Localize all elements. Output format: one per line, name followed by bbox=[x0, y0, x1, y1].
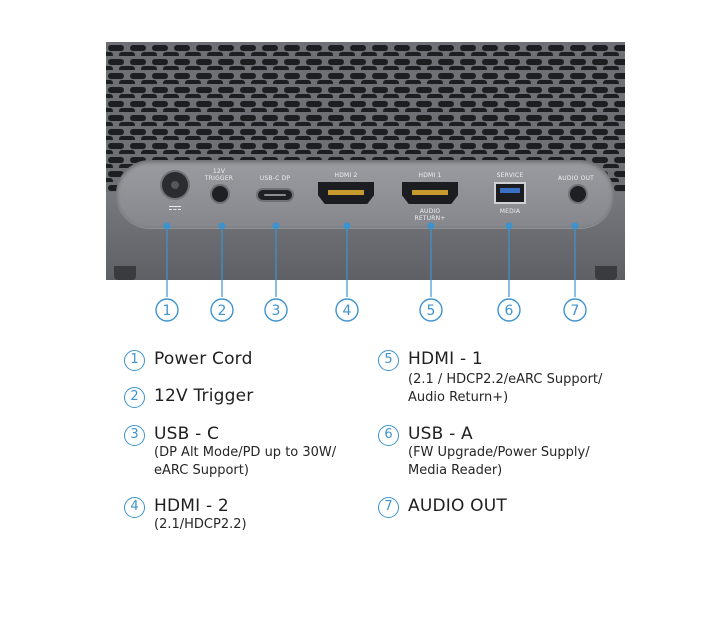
device-foot-right bbox=[595, 266, 617, 280]
label-audio-out: AUDIO OUT bbox=[557, 175, 595, 182]
legend-title: 12V Trigger bbox=[154, 386, 254, 406]
legend-detail-line: (FW Upgrade/Power Supply/ bbox=[408, 445, 590, 460]
trigger-jack bbox=[212, 186, 228, 202]
callout-dot-4 bbox=[343, 222, 351, 230]
legend-number-badge: 6 bbox=[378, 425, 399, 446]
callout-number-4: 4 bbox=[343, 303, 352, 319]
legend-detail-line: (2.1/HDCP2.2) bbox=[154, 517, 247, 532]
legend-number-badge: 1 bbox=[124, 350, 145, 371]
legend-detail-line: (DP Alt Mode/PD up to 30W/ bbox=[154, 445, 337, 460]
label-service: SERVICE bbox=[496, 172, 524, 179]
legend-title: Power Cord bbox=[154, 349, 253, 369]
label-usbc-dp: USB-C DP bbox=[259, 175, 291, 182]
callout-circle-7 bbox=[563, 298, 587, 322]
callout-dot-3 bbox=[272, 222, 280, 230]
usba-port bbox=[494, 182, 526, 204]
callout-number-5: 5 bbox=[427, 303, 436, 319]
callout-circle-1 bbox=[155, 298, 179, 322]
callout-dot-6 bbox=[505, 222, 513, 230]
legend-title: USB - A bbox=[408, 424, 473, 444]
callout-dot-1 bbox=[163, 222, 171, 230]
legend-title: USB - C bbox=[154, 424, 220, 444]
legend-title: HDMI - 2 bbox=[154, 496, 229, 516]
callout-dot-5 bbox=[427, 222, 435, 230]
legend-number-badge: 3 bbox=[124, 425, 145, 446]
callout-circle-4 bbox=[335, 298, 359, 322]
device-foot-left bbox=[114, 266, 136, 280]
callout-number-7: 7 bbox=[571, 303, 580, 319]
callout-dot-2 bbox=[218, 222, 226, 230]
legend-title: AUDIO OUT bbox=[408, 496, 507, 516]
callout-number-6: 6 bbox=[505, 303, 514, 319]
legend-detail-line: (2.1 / HDCP2.2/eARC Support/ bbox=[408, 372, 603, 387]
callout-layer: 1 2 3 4 5 6 7 bbox=[155, 222, 587, 322]
audio-out-jack bbox=[570, 186, 586, 202]
label-hdmi2: HDMI 2 bbox=[334, 172, 358, 179]
label-media: MEDIA bbox=[499, 208, 521, 215]
hdmi2-port bbox=[318, 182, 374, 204]
legend-number-badge: 5 bbox=[378, 350, 399, 371]
label-hdmi1: HDMI 1 bbox=[418, 172, 442, 179]
legend-number-badge: 4 bbox=[124, 497, 145, 518]
callout-circle-3 bbox=[264, 298, 288, 322]
usbc-port bbox=[258, 190, 292, 200]
legend-number-badge: 2 bbox=[124, 387, 145, 408]
legend-detail-line: eARC Support) bbox=[154, 463, 249, 478]
callout-number-2: 2 bbox=[218, 303, 227, 319]
callout-dot-7 bbox=[571, 222, 579, 230]
legend-title: HDMI - 1 bbox=[408, 349, 483, 369]
legend-number-badge: 7 bbox=[378, 497, 399, 518]
legend-detail-line: Audio Return+) bbox=[408, 390, 509, 405]
callout-circle-2 bbox=[210, 298, 234, 322]
callout-circle-5 bbox=[419, 298, 443, 322]
hdmi1-port bbox=[402, 182, 458, 204]
callout-circle-6 bbox=[497, 298, 521, 322]
dc-symbol-icon bbox=[169, 206, 181, 211]
legend-detail-line: Media Reader) bbox=[408, 463, 503, 478]
callout-number-1: 1 bbox=[163, 303, 172, 319]
callout-number-3: 3 bbox=[272, 303, 281, 319]
power-jack bbox=[162, 172, 188, 198]
